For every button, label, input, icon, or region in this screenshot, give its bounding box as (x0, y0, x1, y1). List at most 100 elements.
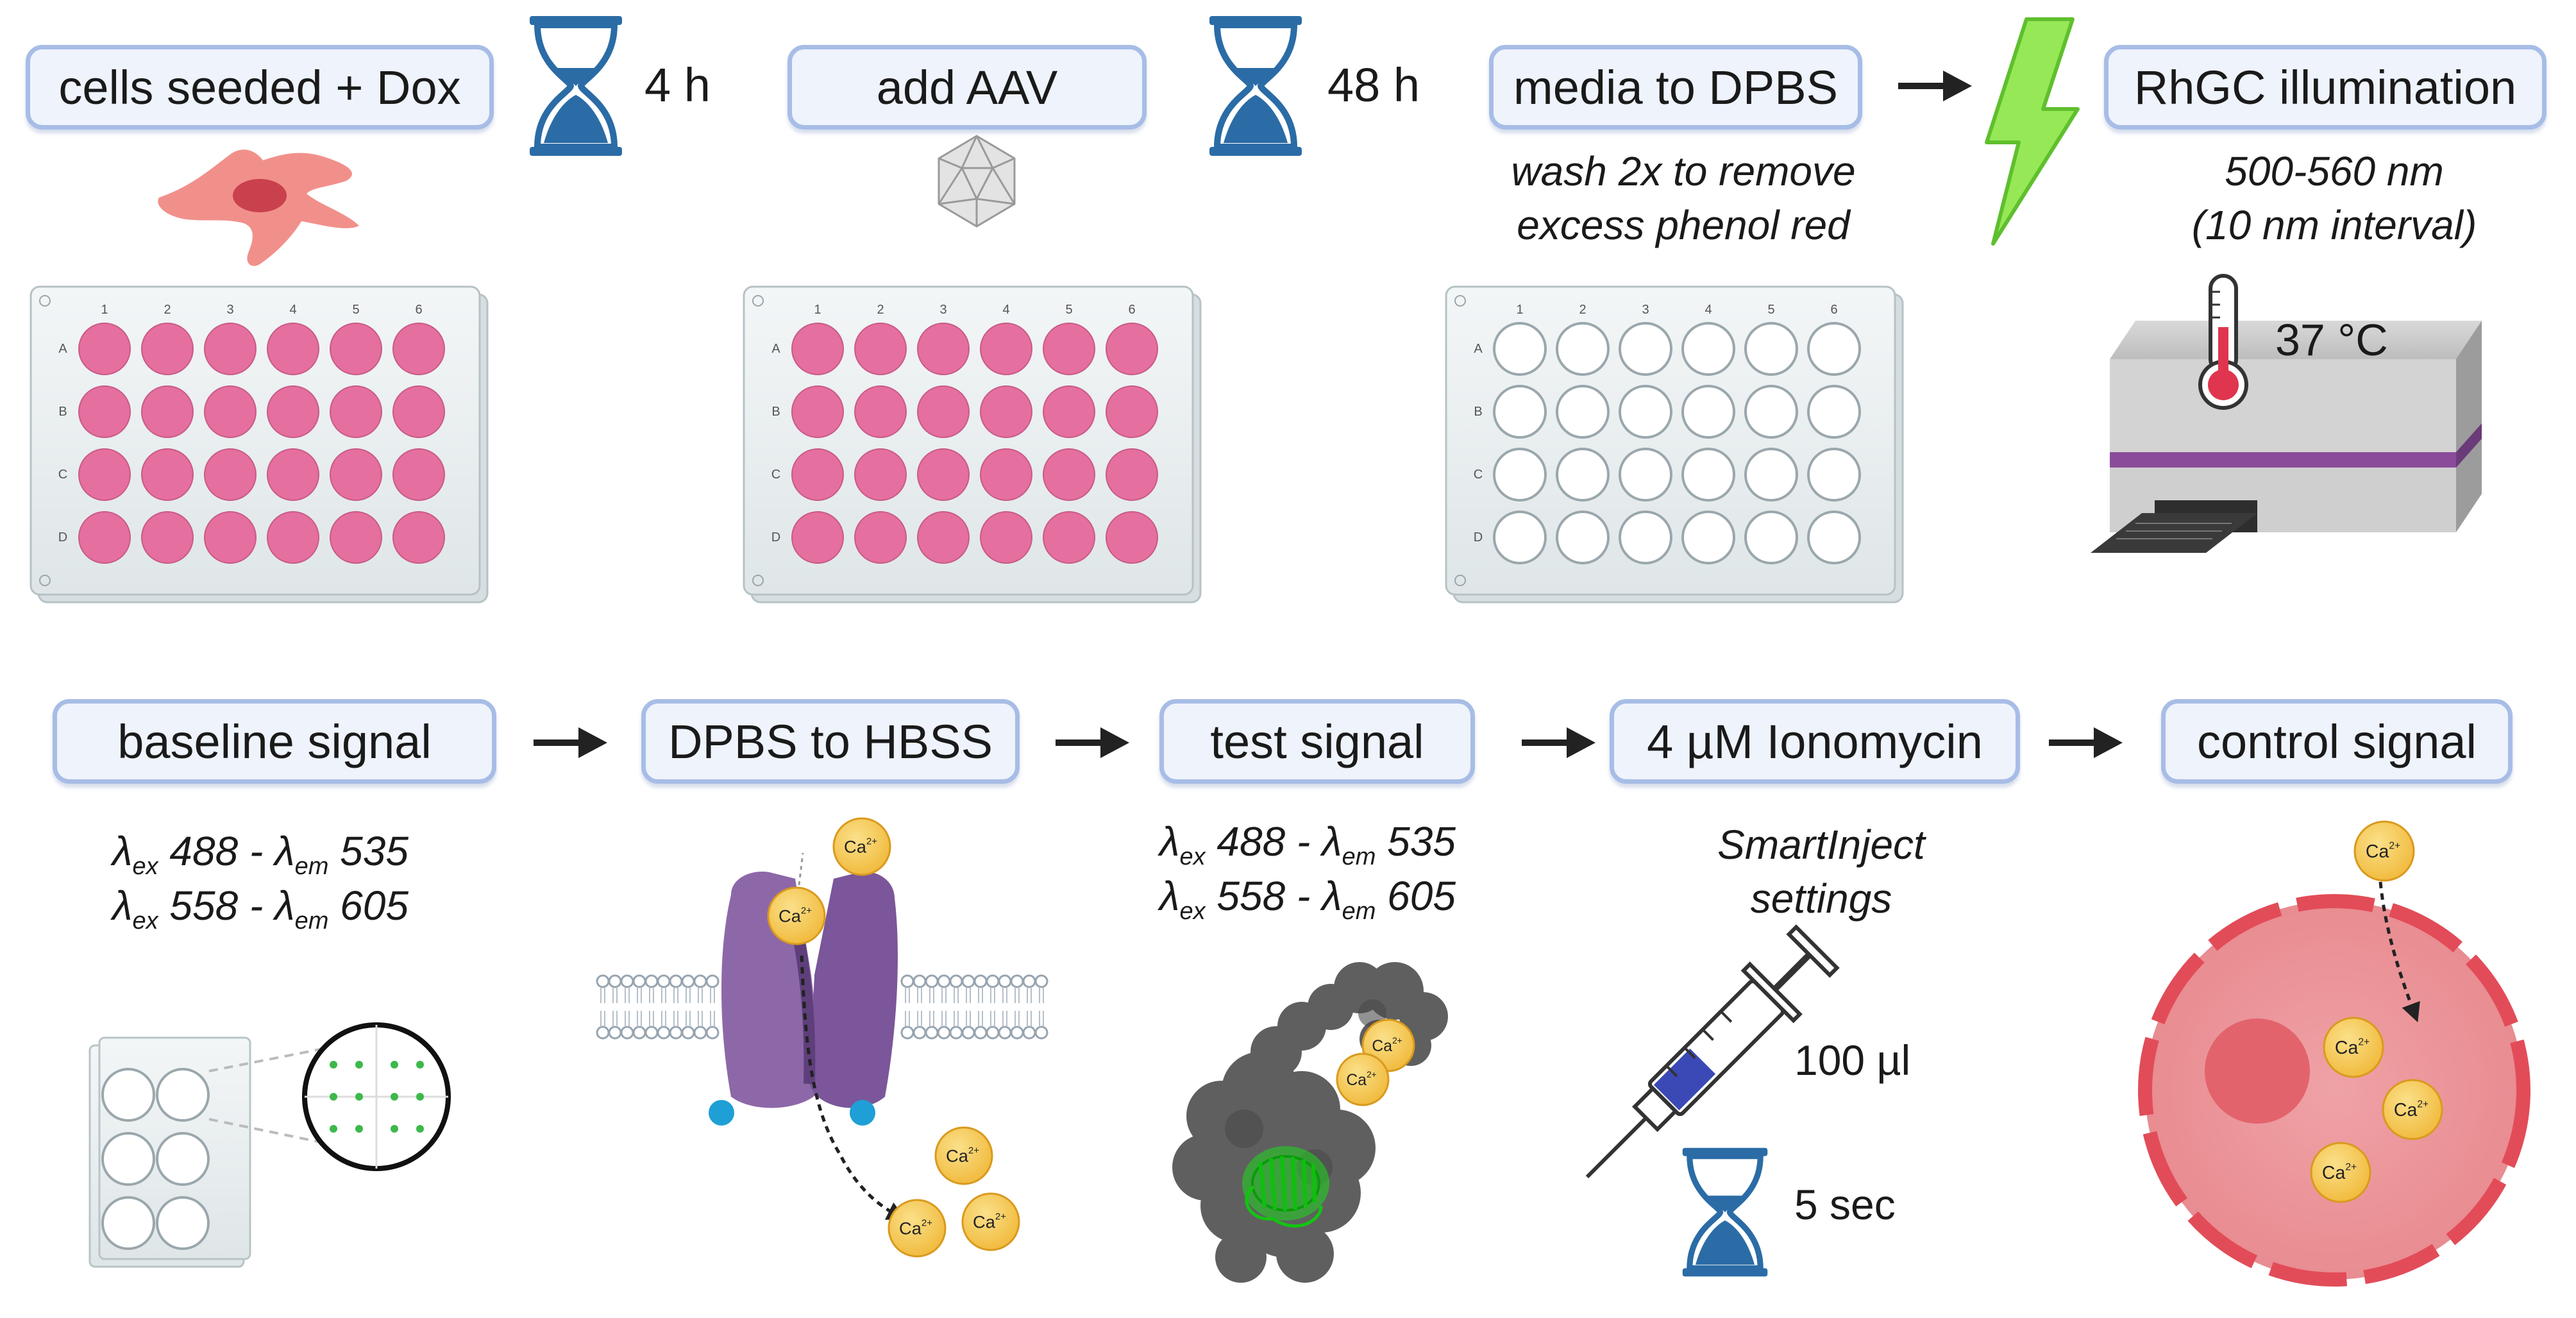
plate-column-label: 4 (1705, 303, 1712, 317)
separator: - (1296, 818, 1311, 865)
smartinject-line-2: settings (1750, 875, 1892, 922)
plate-well (78, 385, 131, 438)
lambda-symbol: λ (1322, 818, 1342, 865)
plate-well (204, 511, 257, 564)
calcium-charge: 2+ (801, 905, 812, 916)
arrow-ionomycin-to-control (2049, 727, 2123, 758)
plate-row-label: C (58, 468, 67, 482)
step-baseline-signal: baseline signal (53, 699, 496, 784)
plate-well (330, 323, 382, 375)
emission-value: 605 (1387, 873, 1456, 919)
plate-well (854, 323, 907, 375)
plate-well (1493, 385, 1547, 439)
plate-well (1807, 385, 1861, 439)
plate-well (854, 448, 907, 501)
thermometer-icon (2198, 274, 2248, 410)
plate-well (1106, 511, 1158, 564)
plate-column-label: 1 (814, 303, 821, 317)
separator: - (1296, 873, 1311, 919)
plate-column-label: 5 (352, 303, 359, 317)
calcium-charge: 2+ (2389, 840, 2400, 851)
flow-arrows (534, 71, 2123, 758)
plate-row-label: B (771, 405, 780, 419)
hourglass-icon (530, 16, 622, 156)
plate-well (267, 511, 319, 564)
plate-well (78, 511, 131, 564)
plate-well (1807, 511, 1861, 564)
calcium-label: Ca2+ (899, 1217, 932, 1238)
plate-well (917, 511, 970, 564)
plate-well (204, 323, 257, 375)
emission-value: 535 (1387, 818, 1456, 865)
plate-well (1556, 385, 1610, 439)
plate-row-label: D (1474, 530, 1483, 545)
wavelength-interval: (10 nm interval) (2191, 202, 2477, 248)
plate-well (1043, 385, 1095, 438)
plate-column-label: 3 (939, 303, 947, 317)
plate-well (1556, 511, 1610, 564)
plate-well (330, 448, 382, 501)
calcium-charge: 2+ (2345, 1162, 2357, 1172)
plate-well (854, 385, 907, 438)
plate-well (1619, 322, 1672, 376)
plate-well (1681, 322, 1735, 376)
calcium-label: Ca2+ (2366, 840, 2400, 862)
smartinject-note: SmartInject settings (1642, 821, 2001, 922)
calcium-charge: 2+ (866, 836, 877, 847)
emission-value: 605 (340, 883, 408, 929)
ex-subscript: ex (1179, 843, 1206, 870)
wash-note-line-1: wash 2x to remove (1511, 148, 1856, 194)
plate-well (1619, 511, 1672, 564)
step-add-aav: add AAV (787, 45, 1147, 130)
wait-time-4h: 4 h (644, 58, 711, 112)
plate-well (1493, 322, 1547, 376)
plate-column-label: 6 (415, 303, 422, 317)
calcium-ion: Ca2+ (2323, 1017, 2384, 1078)
plate-well (141, 385, 194, 438)
calcium-ion: Ca2+ (832, 817, 891, 876)
calcium-charge: 2+ (922, 1217, 932, 1228)
plate-well (854, 511, 907, 564)
excitation-value: 488 (169, 828, 239, 874)
wavelength-pair-2: λex 558 - λem 605 (112, 882, 408, 935)
wash-note: wash 2x to remove excess phenol red (1475, 148, 1892, 249)
step-label: test signal (1210, 714, 1424, 768)
calcium-ion: Ca2+ (888, 1199, 947, 1258)
plate-well (330, 385, 382, 438)
plate-well (1681, 511, 1735, 564)
plate-row-label: B (58, 405, 67, 419)
plate-column-label: 1 (101, 303, 108, 317)
plate-well (78, 448, 131, 501)
test-wavelength-pair-1: λex 488 - λem 535 (1159, 818, 1456, 871)
em-subscript: em (294, 908, 329, 934)
hourglass-icon (1209, 16, 1302, 156)
wash-note-line-2: excess phenol red (1517, 202, 1850, 248)
plate-well (791, 511, 844, 564)
step-label: control signal (2196, 714, 2477, 768)
calcium-charge: 2+ (968, 1145, 979, 1156)
calcium-ion: Ca2+ (767, 886, 826, 945)
plate-well (1744, 322, 1798, 376)
plate-column-label: 2 (164, 303, 171, 317)
plate-well (1681, 448, 1735, 502)
step-label: media to DPBS (1513, 60, 1838, 114)
smartinject-line-1: SmartInject (1717, 822, 1925, 868)
plate-well (1807, 322, 1861, 376)
injection-volume: 100 µl (1794, 1036, 1911, 1084)
syringe-icon (1585, 924, 1840, 1179)
step-ionomycin: 4 µM Ionomycin (1610, 699, 2020, 784)
plate-column-label: 6 (1128, 303, 1135, 317)
plate-well (1744, 385, 1798, 439)
arrow-to-illumination (1898, 71, 1972, 101)
step-label: add AAV (876, 60, 1058, 114)
separator: - (249, 883, 264, 929)
em-subscript: em (1342, 843, 1376, 870)
plate-well (141, 448, 194, 501)
plate-well (392, 511, 445, 564)
plate-well (1619, 448, 1672, 502)
wavelength-pair-1: λex 488 - λem 535 (112, 827, 408, 881)
plate-well (917, 385, 970, 438)
